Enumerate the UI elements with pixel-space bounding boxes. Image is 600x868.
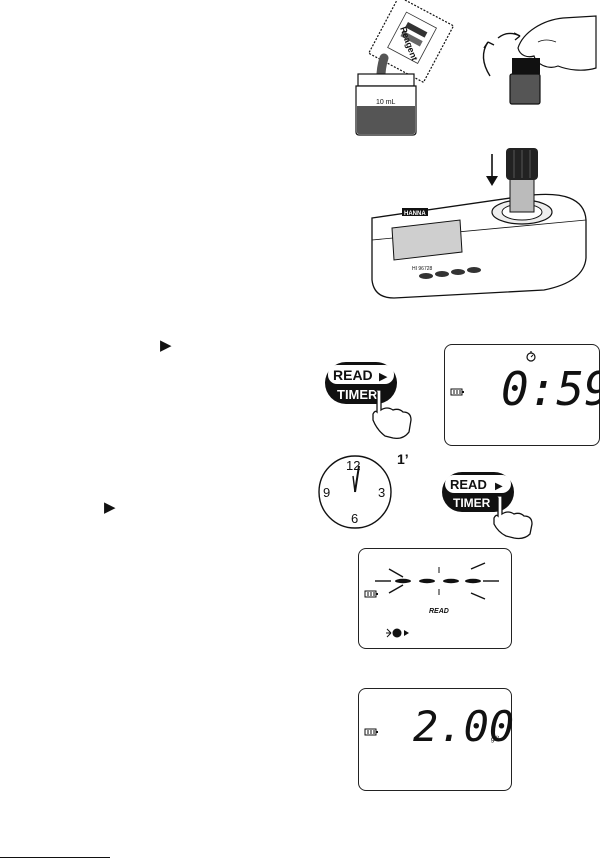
reagent-pour-illustration: Reagent 10 mL [350, 0, 462, 136]
result-unit: g/L [491, 736, 501, 743]
clock-illustration: 12 3 6 9 1’ [309, 450, 419, 534]
battery-icon-2 [364, 590, 378, 598]
footnote-rule [0, 857, 110, 858]
read-timer-button-illustration-2: READ ▶ TIMER [440, 470, 536, 540]
play-marker-1: ▶ [160, 337, 172, 354]
timer-label-2: TIMER [453, 496, 491, 510]
read-label: READ [333, 367, 373, 383]
pointing-hand-icon [372, 389, 412, 440]
timer-display: 0:59 [444, 344, 600, 446]
reading-display: READ [358, 548, 512, 649]
stopwatch-icon [526, 351, 536, 362]
read-arrow: ▶ [379, 371, 388, 383]
pointing-hand-icon-2 [493, 495, 533, 540]
battery-icon [450, 388, 464, 396]
meter-insert-illustration: HANNA HI 96728 [364, 140, 598, 300]
read-timer-button-illustration: READ ▶ TIMER [323, 360, 415, 440]
result-display: 2.00 g/L [358, 688, 514, 791]
clock-3: 3 [378, 485, 385, 500]
timer-value: 0:59 [501, 362, 600, 416]
clock-12: 12 [346, 458, 360, 473]
read-arrow-2: ▶ [495, 481, 503, 492]
read-label-2: READ [450, 477, 487, 492]
vial-volume-mark: 10 mL [376, 99, 396, 106]
meter-model-text: HI 96728 [412, 266, 433, 272]
play-marker-2: ▶ [104, 499, 116, 516]
clock-6: 6 [351, 511, 358, 526]
lamp-icon [386, 628, 409, 638]
meter-logo-text: HANNA [404, 211, 426, 217]
read-status-text: READ [429, 608, 449, 615]
clock-elapsed-label: 1’ [397, 451, 409, 467]
battery-icon-3 [364, 728, 378, 736]
clock-9: 9 [323, 485, 330, 500]
result-value: 2.00 [413, 702, 514, 751]
capping-hand-illustration [468, 12, 598, 108]
timer-label: TIMER [337, 387, 378, 402]
